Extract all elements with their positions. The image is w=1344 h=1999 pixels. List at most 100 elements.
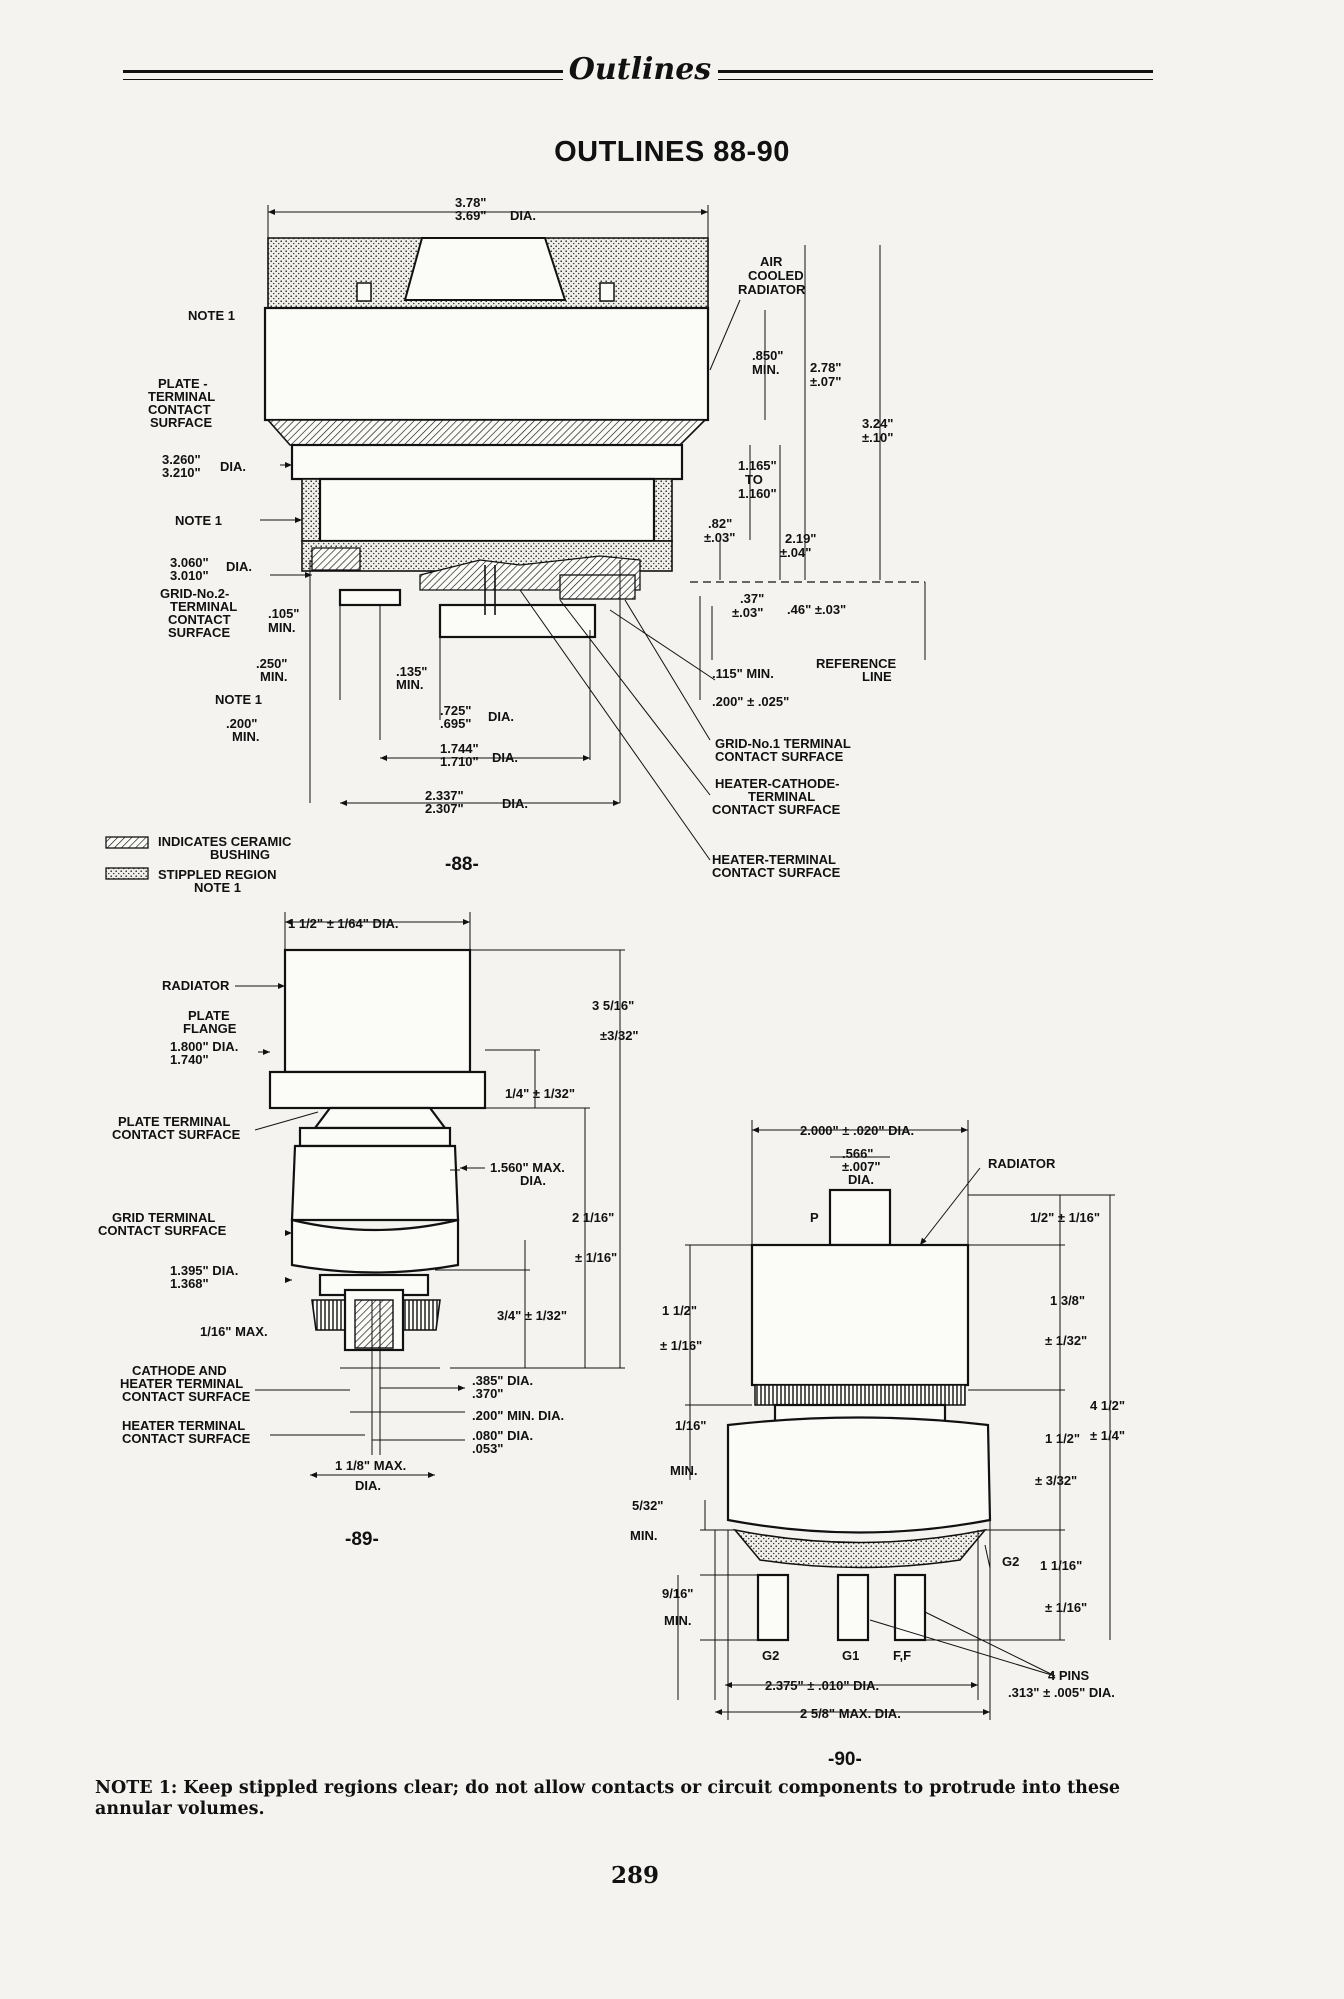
air-label-0: AIR xyxy=(760,254,783,269)
legend-0: INDICATES CERAMIC xyxy=(158,834,292,849)
dim-412: 4 1/2" xyxy=(1090,1398,1125,1413)
dim-3-69: 3.69" xyxy=(455,208,486,223)
min-135: .135" xyxy=(396,664,427,679)
dim-116-90: 1/16" xyxy=(675,1418,706,1433)
body-90 xyxy=(726,1416,992,1534)
min-250: .250" xyxy=(256,656,287,671)
pin-g1 xyxy=(836,1573,870,1642)
dim-118: 1 1/8" MAX. xyxy=(335,1458,406,1473)
plate-terminal-0: PLATE - xyxy=(158,376,208,391)
dia-1744: 1.744" xyxy=(440,741,479,756)
dia-3260-suffix: DIA. xyxy=(220,459,246,474)
min-200: .200" xyxy=(226,716,257,731)
dim-412-b: ± 1/4" xyxy=(1090,1428,1125,1443)
plate-terminal-contact xyxy=(266,419,707,446)
dim-278: 2.78" xyxy=(810,360,841,375)
air-label-1: COOLED xyxy=(748,268,804,283)
radiator-89-label: RADIATOR xyxy=(162,978,230,993)
dim-566-b: ±.007" xyxy=(842,1159,881,1174)
grid-terminal-89 xyxy=(290,1144,460,1222)
grid1-label-b: CONTACT SURFACE xyxy=(715,749,844,764)
main-title: OUTLINES 88-90 xyxy=(554,136,790,168)
dia-725-suffix: DIA. xyxy=(488,709,514,724)
dia-695: .695" xyxy=(440,716,471,731)
dia-3010: 3.010" xyxy=(170,568,209,583)
heater-cathode-2: CONTACT SURFACE xyxy=(712,802,841,817)
dim-top-dia: DIA. xyxy=(510,208,536,223)
cathode-heater-2: CONTACT SURFACE xyxy=(122,1389,251,1404)
plate-flange-3: 1.740" xyxy=(170,1052,209,1067)
dim-3516: 3 5/16" xyxy=(592,998,634,1013)
dim-1160: 1.160" xyxy=(738,486,777,501)
cathode-heater-1: HEATER TERMINAL xyxy=(120,1376,243,1391)
air-cooled-radiator xyxy=(263,306,710,422)
dim-219-b: ±.04" xyxy=(780,545,811,560)
dim-138: 1 3/8" xyxy=(1050,1293,1085,1308)
heater-cathode-0: HEATER-CATHODE- xyxy=(715,776,839,791)
plate-flange-0: PLATE xyxy=(188,1008,230,1023)
dim-112: 1 1/2" xyxy=(1045,1431,1080,1446)
dim-12b: 1 1/2" xyxy=(662,1303,697,1318)
dim-1560: 1.560" MAX. xyxy=(490,1160,565,1175)
figure-88: 3.78" 3.69" DIA. AIR COOLED RADIATOR NOT… xyxy=(105,195,926,895)
plate-terminal-2: CONTACT xyxy=(148,402,211,417)
min-250-b: MIN. xyxy=(260,669,287,684)
note-1: NOTE 1: Keep stippled regions clear; do … xyxy=(95,1778,1121,1819)
dim-532: 5/32" xyxy=(632,1498,663,1513)
dim-12a: 1/2" ± 1/16" xyxy=(1030,1210,1100,1225)
dim-385: .385" DIA. xyxy=(472,1373,533,1388)
dia-2337-suffix: DIA. xyxy=(502,796,528,811)
min-135-b: MIN. xyxy=(396,677,423,692)
dim-116-90-b: MIN. xyxy=(670,1463,697,1478)
dim-566-c: DIA. xyxy=(848,1172,874,1187)
min-200-b: MIN. xyxy=(232,729,259,744)
legend-2: STIPPLED REGION xyxy=(158,867,276,882)
grid2-2: CONTACT xyxy=(168,612,231,627)
plate-terminal-1: TERMINAL xyxy=(148,389,215,404)
reference-line: REFERENCE xyxy=(816,656,897,671)
figure-89-label: -89- xyxy=(345,1529,379,1550)
heater-terminal-1: CONTACT SURFACE xyxy=(712,865,841,880)
figure-90-label: -90- xyxy=(828,1749,862,1770)
radiator-89 xyxy=(283,948,472,1074)
heater-terminal-89-1: CONTACT SURFACE xyxy=(122,1431,251,1446)
cathode-heater-0: CATHODE AND xyxy=(132,1363,227,1378)
dim-12b-b: ± 1/16" xyxy=(660,1338,702,1353)
dim-37: .37" xyxy=(740,591,764,606)
pin-ff xyxy=(893,1573,927,1642)
dim-138-b: ± 1/32" xyxy=(1045,1333,1087,1348)
dia-1710: 1.710" xyxy=(440,754,479,769)
grid-terminal-89-1: CONTACT SURFACE xyxy=(98,1223,227,1238)
plate-flange-1: FLANGE xyxy=(183,1021,237,1036)
page-number: 289 xyxy=(610,1862,659,1889)
dim-324: 3.24" xyxy=(862,416,893,431)
pin-label-g2: G2 xyxy=(762,1648,779,1663)
dia-3210: 3.210" xyxy=(162,465,201,480)
dim-34: 3/4" ± 1/32" xyxy=(497,1308,567,1323)
grid2-0: GRID-No.2- xyxy=(160,586,229,601)
dia-725: .725" xyxy=(440,703,471,718)
dim-82: .82" xyxy=(708,516,732,531)
note1-b: NOTE 1 xyxy=(175,513,222,528)
radiator-90-label: RADIATOR xyxy=(988,1156,1056,1171)
dim-112-b: ± 3/32" xyxy=(1035,1473,1077,1488)
plate-flange-2: 1.800" DIA. xyxy=(170,1039,238,1054)
plate-terminal-89-0: PLATE TERMINAL xyxy=(118,1114,230,1129)
dia-2307: 2.307" xyxy=(425,801,464,816)
dim-3-78-top: 3.78" xyxy=(455,195,486,210)
dim-37-b: ±.03" xyxy=(732,605,763,620)
dim-46: .46" ±.03" xyxy=(787,602,846,617)
header-rule-left xyxy=(123,70,563,80)
header-title: Outlines xyxy=(568,52,712,87)
dim-200-025: .200" ± .025" xyxy=(712,694,789,709)
pin-g2 xyxy=(756,1573,790,1642)
dim-200-89: .200" MIN. DIA. xyxy=(472,1408,564,1423)
air-label-2: RADIATOR xyxy=(738,282,806,297)
dia-3260: 3.260" xyxy=(162,452,201,467)
dia-1744-suffix: DIA. xyxy=(492,750,518,765)
min-850: .850" xyxy=(752,348,783,363)
grid2-1: TERMINAL xyxy=(170,599,237,614)
grid1-label: GRID-No.1 TERMINAL xyxy=(715,736,851,751)
